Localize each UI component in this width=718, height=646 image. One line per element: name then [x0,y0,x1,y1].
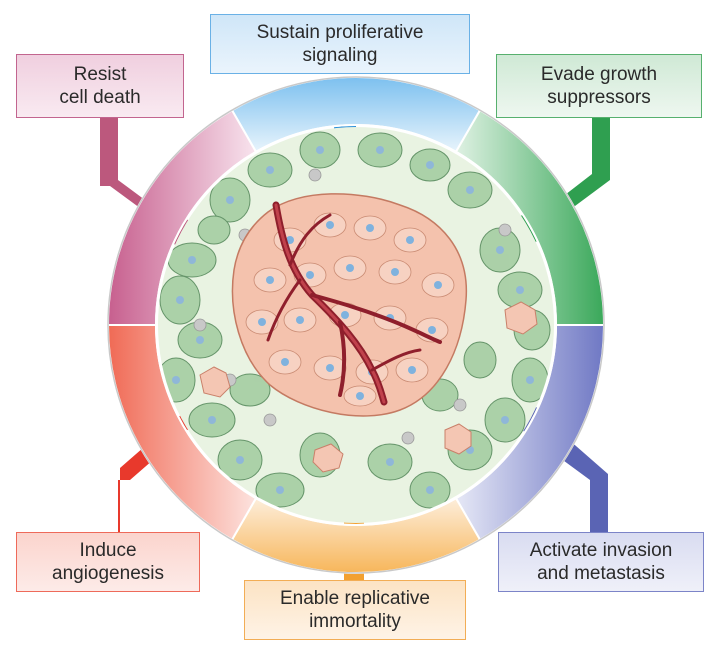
label-activate-invasion-and-metastasis: Activate invasion and metastasis [498,532,704,592]
label-induce-angiogenesis: Induce angiogenesis [16,532,200,592]
arrow-resist-cell-death [100,118,215,250]
stray-tumor-cells [199,301,538,473]
blood-vessels [266,201,442,406]
label-enable-replicative-immortality: Enable replicative immortality [244,580,466,640]
label-resist-cell-death: Resist cell death [16,54,184,118]
label-evade-growth-suppressors: Evade growth suppressors [496,54,702,118]
normal-cell-nuclei [172,146,534,494]
tissue-illustration [158,127,554,523]
label-sustain-proliferative-signaling: Sustain proliferative signaling [210,14,470,74]
